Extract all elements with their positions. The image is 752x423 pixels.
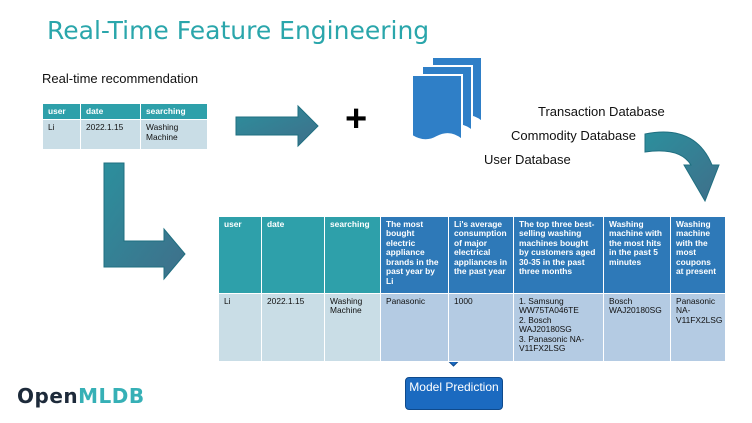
bent-arrow-icon <box>103 162 186 281</box>
table-cell: 2022.1.15 <box>80 119 141 151</box>
table-cell: Li <box>42 119 81 151</box>
table-row: Li 2022.1.15 Washing Machine <box>42 119 208 151</box>
feature-table: user date searching The most bought elec… <box>218 216 726 362</box>
table-header-row: user date searching <box>42 102 208 121</box>
header-cell: user <box>42 102 81 121</box>
table-cell: Li <box>218 293 262 362</box>
table-cell: Washing Machine <box>324 293 381 362</box>
subtitle: Real-time recommendation <box>42 71 199 86</box>
table-cell: Panasonic <box>380 293 449 362</box>
table-row: Li 2022.1.15 Washing Machine Panasonic 1… <box>218 293 726 362</box>
user-database-label: User Database <box>484 152 571 167</box>
table-cell: Bosch WAJ20180SG <box>603 293 671 362</box>
commodity-database-label: Commodity Database <box>511 128 636 143</box>
table-header-row: user date searching The most bought elec… <box>218 216 726 294</box>
header-cell: date <box>261 216 325 294</box>
model-prediction-button[interactable]: Model Prediction <box>405 377 503 410</box>
table-cell: 2022.1.15 <box>261 293 325 362</box>
plus-sign: + <box>345 98 368 140</box>
table-cell: Panasonic NA-V11FX2LSG <box>670 293 726 362</box>
logo-text-mldb: MLDB <box>78 384 145 408</box>
header-cell: The most bought electric appliance brand… <box>380 216 449 294</box>
right-arrow-icon <box>235 104 319 148</box>
openmldb-logo: OpenMLDB <box>17 384 145 408</box>
header-cell: user <box>218 216 262 294</box>
table-cell: 1000 <box>448 293 514 362</box>
header-cell: Washing machine with the most coupons at… <box>670 216 726 294</box>
table-cell: 1. Samsung WW75TA046TE 2. Bosch WAJ20180… <box>513 293 604 362</box>
header-cell: Li's average consumption of major electr… <box>448 216 514 294</box>
header-cell: date <box>80 102 141 121</box>
realtime-request-table: user date searching Li 2022.1.15 Washing… <box>42 102 208 151</box>
header-cell: Washing machine with the most hits in th… <box>603 216 671 294</box>
header-cell: The top three best-selling washing machi… <box>513 216 604 294</box>
header-cell: searching <box>140 102 208 121</box>
database-stack-icon <box>411 56 483 143</box>
page-title: Real-Time Feature Engineering <box>47 16 430 45</box>
transaction-database-label: Transaction Database <box>538 104 665 119</box>
logo-text-open: Open <box>17 384 79 408</box>
curved-down-arrow-icon <box>644 131 720 203</box>
table-cell: Washing Machine <box>140 119 208 151</box>
header-cell: searching <box>324 216 381 294</box>
